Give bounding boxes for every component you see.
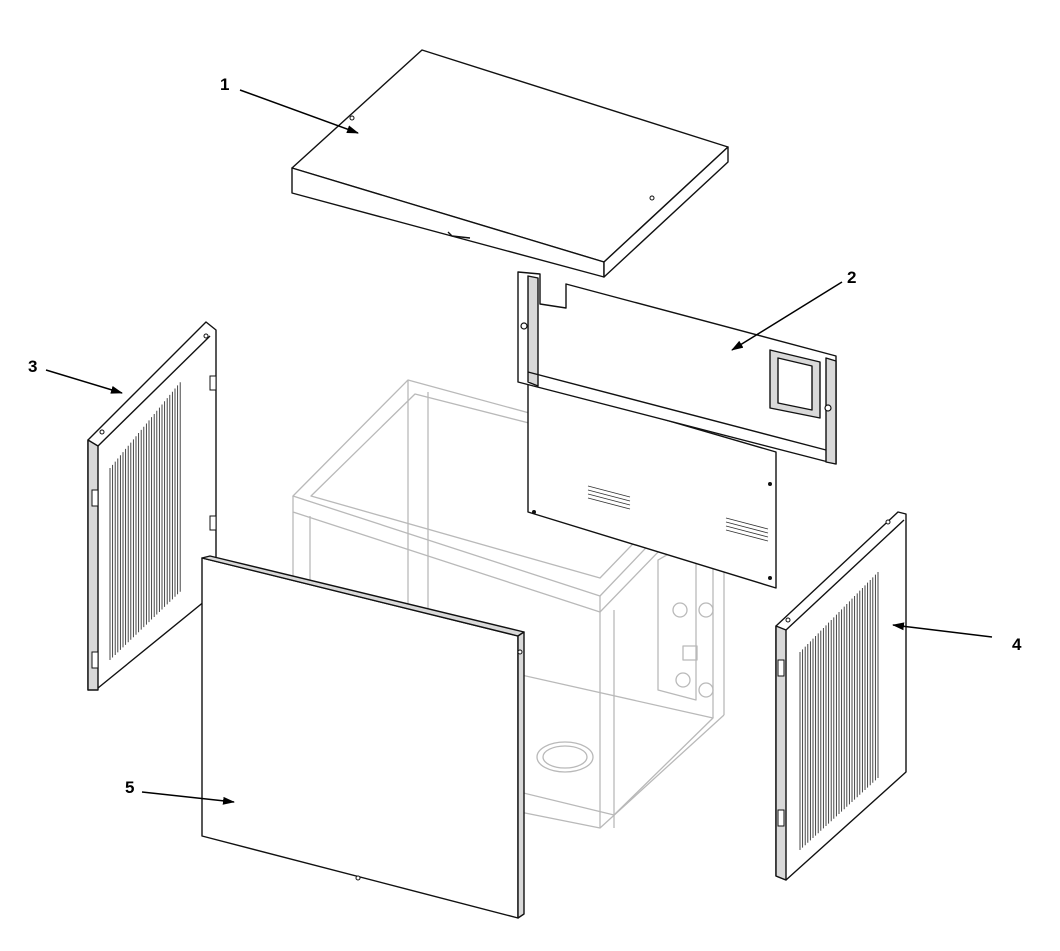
back-panel-icon [517,271,837,589]
leader-3 [45,369,123,394]
leader-1 [239,89,359,134]
leader-4 [892,622,993,638]
callout-5: 5 [125,778,134,797]
top-cover-panel-icon [291,49,729,278]
leader-2 [731,281,843,351]
front-panel-icon [201,555,525,919]
left-side-panel-icon [87,321,217,691]
callout-2: 2 [847,268,856,287]
callout-1: 1 [220,75,229,94]
leader-lines [45,89,993,805]
callout-3: 3 [28,357,37,376]
cabinet-frame [292,379,725,829]
leader-5 [141,791,235,805]
callout-4: 4 [1012,635,1022,654]
callout-labels: 1 2 3 4 5 [28,75,1022,797]
right-side-panel-icon [775,511,907,881]
